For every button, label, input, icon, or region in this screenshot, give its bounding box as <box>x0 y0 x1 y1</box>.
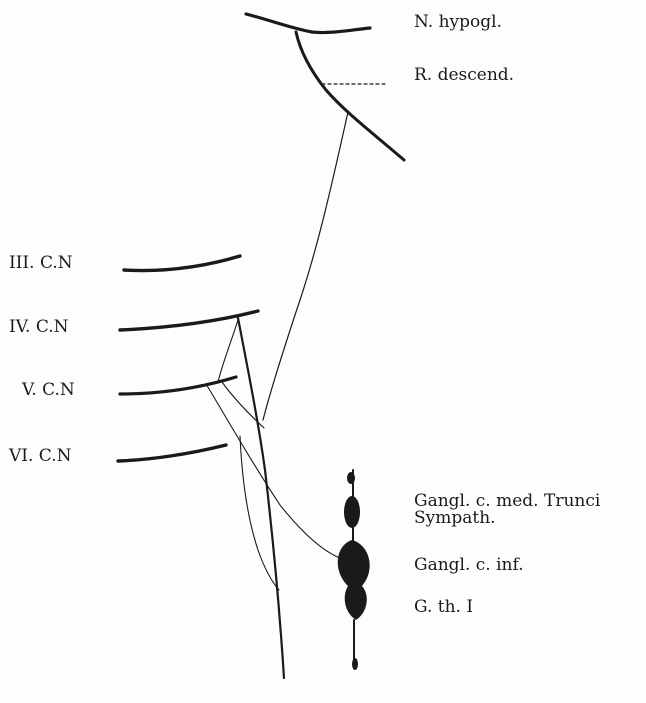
label-ganglion-medium-sympath: Sympath. <box>414 509 496 527</box>
trunk-end <box>352 658 358 670</box>
label-ramus-descendens: R. descend. <box>414 66 514 84</box>
label-cn3: III. C.N <box>9 254 73 272</box>
label-cn6: VI. C.N <box>9 447 71 465</box>
label-ganglion-inferior: Gangl. c. inf. <box>414 556 524 574</box>
ganglion-medium-top <box>347 472 355 484</box>
label-cn4: IV. C.N <box>9 318 69 336</box>
ganglion-medium <box>344 496 360 528</box>
cervical-nerve-vi <box>118 445 226 461</box>
label-ganglion-thoracic: G. th. I <box>414 598 473 616</box>
ramus-descendens-nerve <box>263 112 348 420</box>
hypoglossal-branch <box>296 32 404 160</box>
iv-to-v-branch <box>218 320 238 382</box>
ganglion-inferior <box>338 540 370 620</box>
label-hypoglossal: N. hypogl. <box>414 13 502 31</box>
label-cn5: V. C.N <box>22 381 75 399</box>
v-to-ganglion-branch <box>206 384 340 558</box>
hypoglossal-nerve <box>246 14 370 33</box>
lower-loop <box>240 436 279 590</box>
cervical-nerve-iii <box>124 256 240 270</box>
